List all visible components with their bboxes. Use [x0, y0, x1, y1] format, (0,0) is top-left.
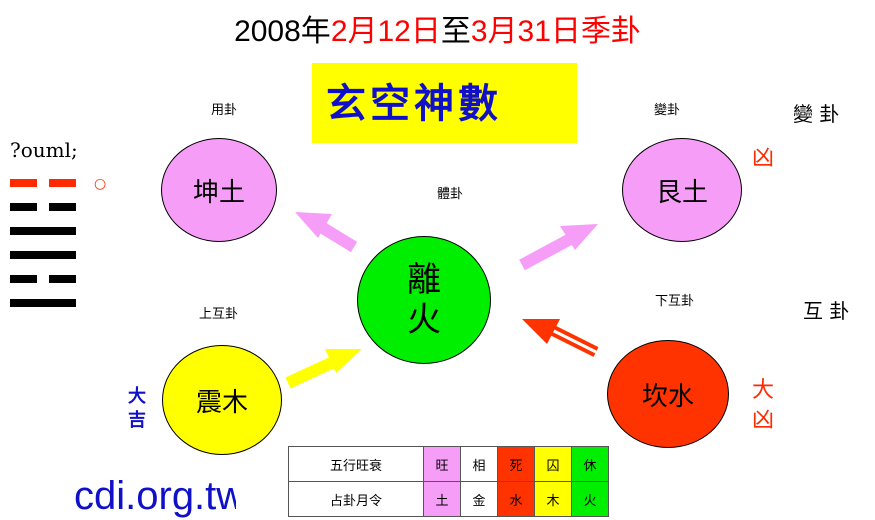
- five-elements-table: 五行旺衰 旺 相 死 囚 休 占卦月令 土 金 水 木 火: [288, 446, 609, 517]
- banner-text: 玄空神數: [326, 80, 502, 127]
- hexagram-line-4: [10, 227, 76, 235]
- bian-gua-side-label: 變 卦: [793, 102, 840, 126]
- xia-hu-gua-label: 下互卦: [655, 294, 695, 309]
- hexagram-line-5b: [49, 203, 76, 211]
- zhen-wood-circle: 震木: [162, 345, 282, 455]
- title-to: 至: [440, 15, 471, 48]
- hexagram-label: ?ouml;: [10, 138, 78, 162]
- kun-earth-label: 坤土: [192, 177, 245, 208]
- table-cell: 土: [423, 481, 461, 517]
- li-fire-label: 離火: [407, 260, 441, 340]
- table-cell: 相: [460, 446, 498, 482]
- hu-gua-side-label: 互 卦: [803, 299, 850, 323]
- kan-water-label: 坎水: [641, 381, 694, 412]
- table-row-header: 占卦月令: [288, 481, 424, 517]
- site-watermark: cdi.org.tw: [74, 474, 236, 518]
- table-row: 占卦月令 土 金 水 木 火: [288, 481, 609, 517]
- hexagram-line-2b: [49, 275, 76, 283]
- bian-gua-label: 變卦: [654, 103, 681, 118]
- table-cell: 木: [534, 481, 572, 517]
- hexagram-symbol: [10, 179, 76, 311]
- hexagram-line-2: [10, 275, 37, 283]
- hexagram-line-6: [10, 179, 37, 187]
- changing-line-marker: ○: [94, 176, 107, 192]
- table-row-header: 五行旺衰: [288, 446, 424, 482]
- title-end-date: 3月31日季卦: [470, 15, 641, 48]
- arrow-from-kan: [522, 319, 599, 357]
- table-cell: 旺: [423, 446, 461, 482]
- table-cell: 金: [460, 481, 498, 517]
- hexagram-line-3: [10, 251, 76, 259]
- table-cell: 囚: [534, 446, 572, 482]
- title-year: 2008年: [234, 15, 331, 48]
- table-cell: 死: [497, 446, 535, 482]
- title-banner: 玄空神數: [312, 63, 577, 143]
- arrow-from-zhen: [285, 349, 362, 389]
- arrow-to-gen: [519, 224, 598, 271]
- table-cell: 火: [571, 481, 609, 517]
- hexagram-line-6b: [49, 179, 76, 187]
- zhen-wood-label: 震木: [195, 387, 248, 418]
- table-cell: 休: [571, 446, 609, 482]
- da-ji-label: 大吉: [128, 386, 146, 431]
- title-start-date: 2月12日: [330, 15, 441, 48]
- arrow-to-kun: [295, 212, 358, 253]
- table-row: 五行旺衰 旺 相 死 囚 休: [288, 446, 609, 482]
- hexagram-line-1: [10, 299, 76, 307]
- kun-earth-circle: 坤土: [161, 138, 277, 242]
- li-fire-circle: 離火: [357, 236, 491, 364]
- kan-water-circle: 坎水: [607, 340, 729, 448]
- ti-gua-label: 體卦: [437, 187, 464, 202]
- shang-hu-gua-label: 上互卦: [199, 307, 239, 322]
- page-title: 2008年2月12日至3月31日季卦: [0, 6, 875, 50]
- xiong-label: 凶: [752, 146, 775, 171]
- hexagram-line-5: [10, 203, 37, 211]
- gen-earth-circle: 艮土: [622, 138, 742, 242]
- table-cell: 水: [497, 481, 535, 517]
- gen-earth-label: 艮土: [655, 177, 708, 208]
- yong-gua-label: 用卦: [211, 103, 238, 118]
- da-xiong-label: 大凶: [752, 378, 775, 433]
